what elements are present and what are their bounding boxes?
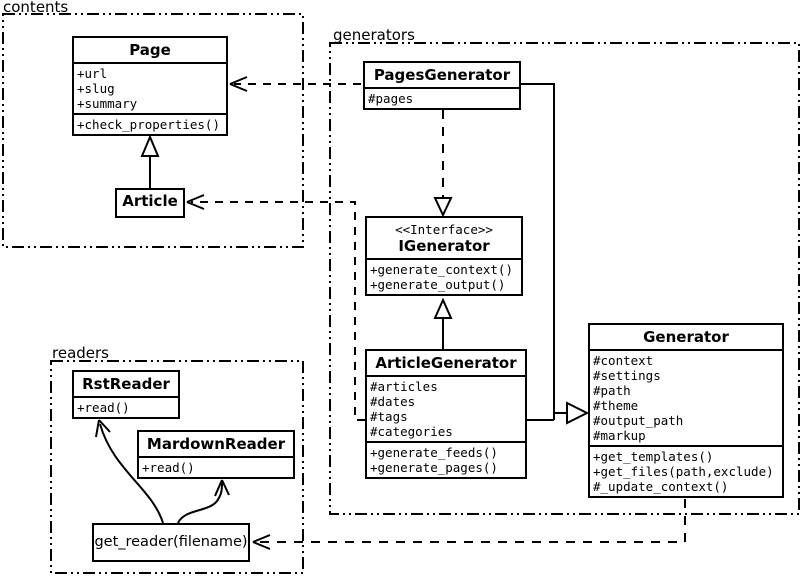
attribute: #pages — [368, 91, 414, 106]
class-title-text: IGenerator — [398, 237, 490, 255]
stereotype-label: <<Interface>> — [395, 222, 493, 237]
methods-compartment: +generate_feeds() +generate_pages() — [367, 441, 525, 477]
methods-compartment: +check_properties() — [74, 113, 226, 134]
attribute: +slug — [77, 81, 115, 96]
attribute: +url — [77, 66, 108, 81]
realization-arrow-pagesgenerator-to-igenerator — [433, 110, 453, 218]
attribute: #theme — [593, 398, 639, 413]
package-border-contents — [2, 13, 304, 248]
attribute: #context — [593, 353, 654, 368]
inheritance-arrow-articlegenerator-to-igenerator — [433, 297, 453, 349]
inheritance-arrow-article-to-page — [140, 134, 160, 188]
class-box-igenerator: <<Interface>> IGenerator +generate_conte… — [365, 216, 523, 296]
methods-compartment: +read() — [139, 456, 293, 477]
method: +get_files(path,exclude) — [593, 464, 774, 479]
package-label-readers: readers — [52, 344, 109, 362]
function-box-get-reader: get_reader(filename) — [92, 523, 250, 562]
method: +generate_output() — [370, 277, 506, 292]
class-box-mardownreader: MardownReader +read() — [137, 430, 295, 479]
class-title: ArticleGenerator — [375, 354, 517, 372]
arrow-getreader-to-rstreader — [95, 419, 164, 524]
class-title: Generator — [643, 328, 729, 346]
method: +check_properties() — [77, 117, 220, 132]
attributes-compartment: #articles #dates #tags #categories — [367, 375, 525, 441]
method: #_update_context() — [593, 479, 729, 494]
class-box-rstreader: RstReader +read() — [72, 370, 180, 419]
class-title: Article — [122, 192, 178, 210]
attributes-compartment: +url +slug +summary — [74, 62, 226, 113]
dependency-arrow-articlegenerator-to-article — [186, 194, 365, 421]
attribute: #tags — [370, 409, 408, 424]
package-border-generators — [329, 42, 800, 515]
attribute: #settings — [593, 368, 661, 383]
attribute: +summary — [77, 96, 138, 111]
method: +get_templates() — [593, 449, 714, 464]
class-box-articlegenerator: ArticleGenerator #articles #dates #tags … — [365, 349, 527, 479]
class-title: <<Interface>> IGenerator — [367, 218, 521, 258]
methods-compartment: +read() — [74, 396, 178, 417]
attribute: #categories — [370, 424, 453, 439]
method: +generate_context() — [370, 262, 513, 277]
package-border-readers — [50, 360, 304, 574]
attribute: #output_path — [593, 413, 684, 428]
attributes-compartment: #context #settings #path #theme #output_… — [590, 349, 782, 445]
class-title: RstReader — [82, 375, 170, 393]
method: +read() — [142, 460, 195, 475]
method: +read() — [77, 400, 130, 415]
method: +generate_pages() — [370, 460, 498, 475]
methods-compartment: +get_templates() +get_files(path,exclude… — [590, 445, 782, 496]
dependency-arrow-pagesgenerator-to-page — [229, 76, 361, 92]
class-box-article: Article — [115, 188, 185, 218]
class-box-page: Page +url +slug +summary +check_properti… — [72, 36, 228, 136]
inheritance-arrow-to-generator — [521, 83, 590, 425]
class-box-generator: Generator #context #settings #path #them… — [588, 323, 784, 498]
attribute: #dates — [370, 394, 416, 409]
attribute: #articles — [370, 379, 438, 394]
class-title: PagesGenerator — [373, 66, 511, 84]
class-box-pagesgenerator: PagesGenerator #pages — [363, 61, 521, 110]
dependency-arrow-generator-to-getreader — [252, 499, 686, 550]
attribute: #path — [593, 383, 631, 398]
attributes-compartment: #pages — [365, 87, 519, 108]
class-title: MardownReader — [146, 435, 286, 453]
package-label-contents: contents — [3, 0, 69, 16]
attribute: #markup — [593, 428, 646, 443]
arrow-getreader-to-mardownreader — [177, 479, 230, 524]
methods-compartment: +generate_context() +generate_output() — [367, 258, 521, 294]
package-label-generators: generators — [333, 26, 415, 44]
class-title: Page — [129, 41, 171, 59]
method: +generate_feeds() — [370, 445, 498, 460]
